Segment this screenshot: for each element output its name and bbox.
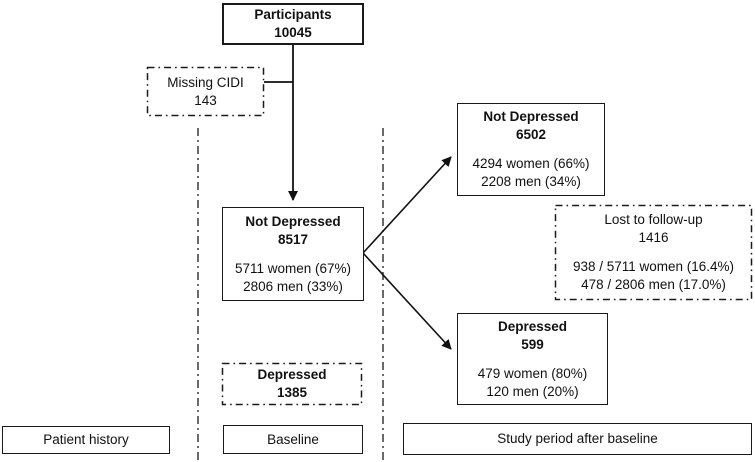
not-depressed-baseline-value: 8517	[277, 231, 309, 247]
depressed-followup-title: Depressed	[497, 318, 568, 334]
not-depressed-followup-men: 2208 men (34%)	[481, 174, 581, 189]
depressed-followup-men: 120 men (20%)	[486, 383, 579, 399]
not-depressed-baseline-box: Not Depressed 8517 5711 women (67%) 2806…	[222, 207, 364, 301]
lost-to-followup-value: 1416	[638, 230, 669, 245]
participants-title: Participants	[254, 7, 332, 22]
arrow-to-not-depressed-followup	[362, 156, 452, 254]
participants-box: Participants 10045	[222, 3, 364, 45]
depressed-baseline-title: Depressed	[257, 367, 327, 382]
not-depressed-followup-women: 4294 women (66%)	[472, 156, 590, 171]
depressed-baseline-box: Depressed 1385	[222, 363, 362, 405]
missing-cidi-title: Missing CIDI	[167, 74, 244, 90]
not-depressed-baseline-women: 5711 women (67%)	[234, 260, 352, 276]
baseline-label: Baseline	[267, 431, 319, 447]
patient-history-label: Patient history	[43, 432, 129, 447]
missing-cidi-value: 143	[194, 92, 217, 108]
depressed-followup-box: Depressed 599 479 women (80%) 120 men (2…	[457, 313, 608, 405]
not-depressed-followup-title: Not Depressed	[483, 109, 579, 124]
participants-value: 10045	[274, 25, 312, 40]
lane-label-baseline: Baseline	[223, 425, 363, 454]
lost-to-followup-title: Lost to follow-up	[604, 212, 703, 227]
lost-to-followup-men: 478 / 2806 men (17.0%)	[581, 277, 726, 292]
not-depressed-followup-box: Not Depressed 6502 4294 women (66%) 2208…	[457, 103, 605, 196]
arrow-to-depressed-followup	[362, 252, 452, 350]
study-period-label: Study period after baseline	[497, 431, 658, 446]
lane-label-patient-history: Patient history	[2, 426, 170, 454]
depressed-baseline-value: 1385	[276, 385, 308, 400]
lost-to-followup-box: Lost to follow-up 1416 938 / 5711 women …	[555, 205, 752, 300]
depressed-baseline-border	[221, 362, 363, 406]
missing-cidi-border	[146, 66, 265, 117]
not-depressed-followup-value: 6502	[515, 127, 547, 142]
missing-cidi-box: Missing CIDI 143	[147, 67, 264, 116]
lost-to-followup-border	[554, 204, 753, 301]
lost-to-followup-women: 938 / 5711 women (16.4%)	[572, 259, 735, 274]
depressed-followup-women: 479 women (80%)	[477, 365, 588, 381]
lane-label-study-period: Study period after baseline	[403, 423, 752, 455]
not-depressed-baseline-title: Not Depressed	[245, 213, 341, 229]
not-depressed-baseline-men: 2806 men (33%)	[243, 278, 343, 294]
depressed-followup-value: 599	[521, 336, 544, 352]
